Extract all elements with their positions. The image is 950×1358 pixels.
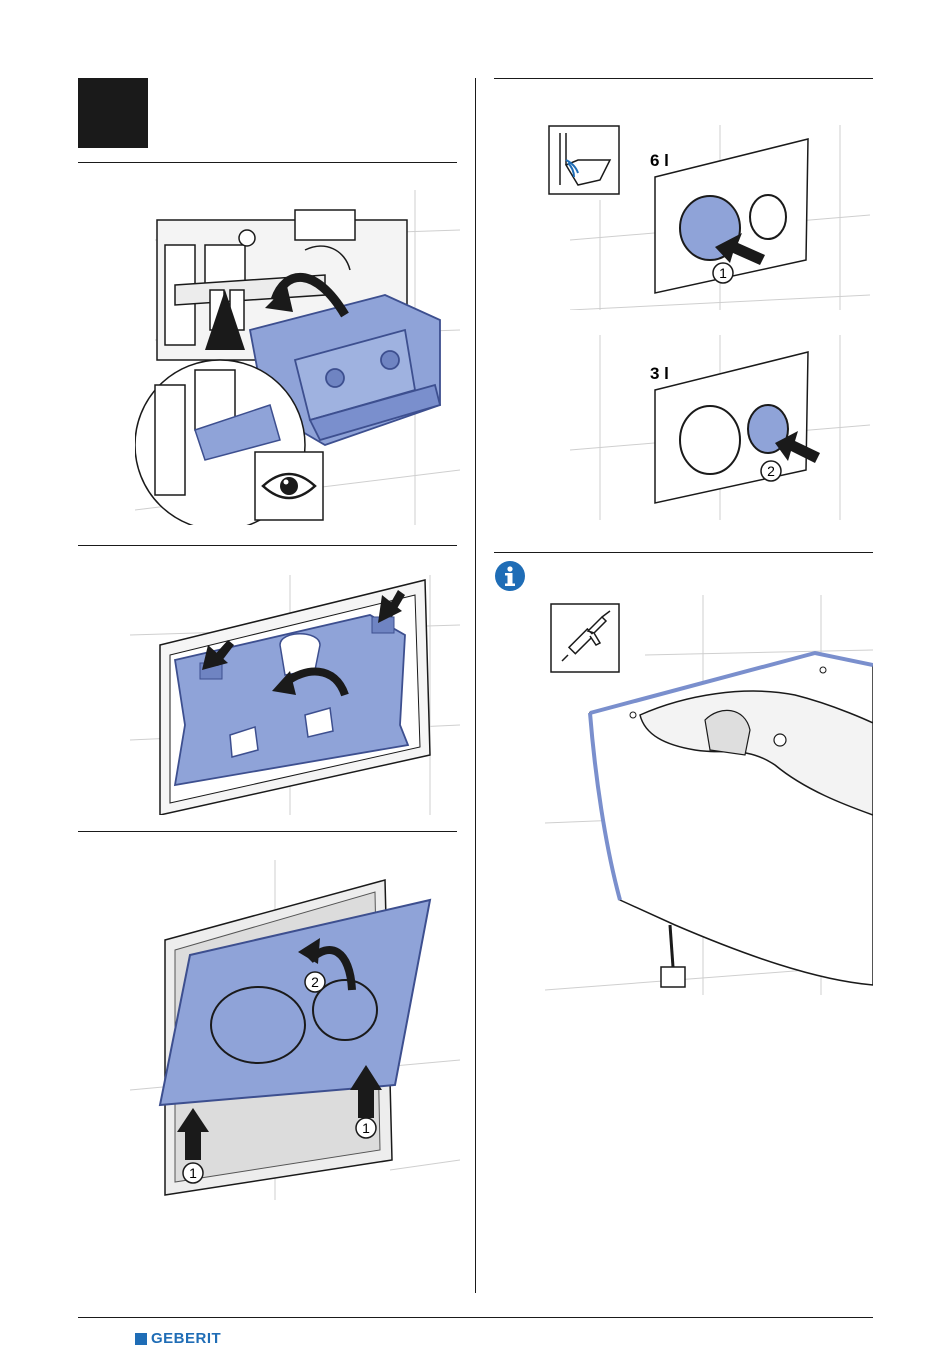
- section-divider: [494, 78, 873, 79]
- actuator-plate-illustration: 2 1 1: [130, 860, 460, 1200]
- section-divider: [78, 162, 457, 163]
- full-flush-illustration: 1 6 l: [570, 125, 870, 310]
- part-flush-volume-label: 3 l: [650, 364, 669, 383]
- step-number-block: [78, 78, 148, 148]
- step-label-2: 2: [311, 974, 319, 990]
- step-label-1: 1: [189, 1165, 197, 1181]
- protection-plate-illustration: [130, 575, 460, 815]
- wall-hung-wc-illustration: [545, 595, 873, 995]
- step-label-1: 1: [719, 265, 727, 281]
- section-divider: [78, 831, 457, 832]
- part-flush-illustration: 2 3 l: [570, 335, 870, 520]
- step-label-2: 2: [767, 463, 775, 479]
- info-icon: [494, 560, 526, 592]
- step-label-1b: 1: [362, 1120, 370, 1136]
- footer-divider: [78, 1317, 873, 1318]
- brand-name: GEBERIT: [151, 1330, 221, 1347]
- section-divider: [78, 545, 457, 546]
- brand-logo: GEBERIT: [135, 1330, 221, 1347]
- column-divider: [475, 78, 476, 1293]
- section-divider: [494, 552, 873, 553]
- brand-square-icon: [135, 1333, 147, 1345]
- full-flush-volume-label: 6 l: [650, 151, 669, 170]
- mounting-frame-illustration: [135, 190, 460, 525]
